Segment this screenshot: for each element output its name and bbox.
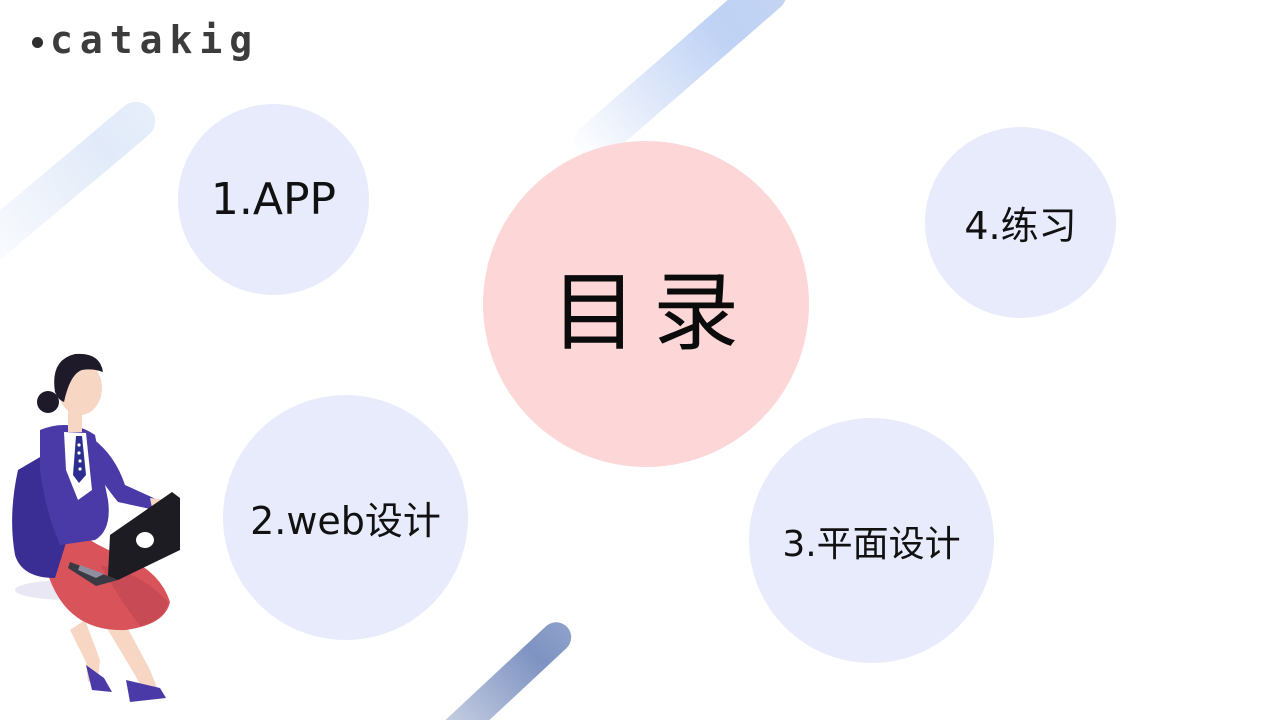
laptop-icon <box>68 492 180 586</box>
decorative-stripe-left <box>0 94 163 284</box>
menu-item-label: 1.APP <box>210 174 337 225</box>
menu-item-web-design[interactable]: 2.web设计 <box>223 395 468 640</box>
page-title-bubble: 目录 <box>483 141 809 467</box>
logo: catakig <box>32 18 259 62</box>
menu-item-label: 4.练习 <box>964 204 1077 248</box>
logo-text: catakig <box>50 18 260 62</box>
menu-item-practice[interactable]: 4.练习 <box>925 127 1116 318</box>
menu-item-label: 3.平面设计 <box>782 523 961 565</box>
menu-item-label: 2.web设计 <box>250 499 441 543</box>
decorative-stripe-bottom <box>432 616 578 720</box>
logo-dot <box>32 36 43 48</box>
page-title: 目录 <box>551 262 755 363</box>
menu-item-graphic-design[interactable]: 3.平面设计 <box>749 418 994 663</box>
menu-item-app[interactable]: 1.APP <box>178 104 369 295</box>
woman-with-laptop-icon <box>12 353 180 702</box>
